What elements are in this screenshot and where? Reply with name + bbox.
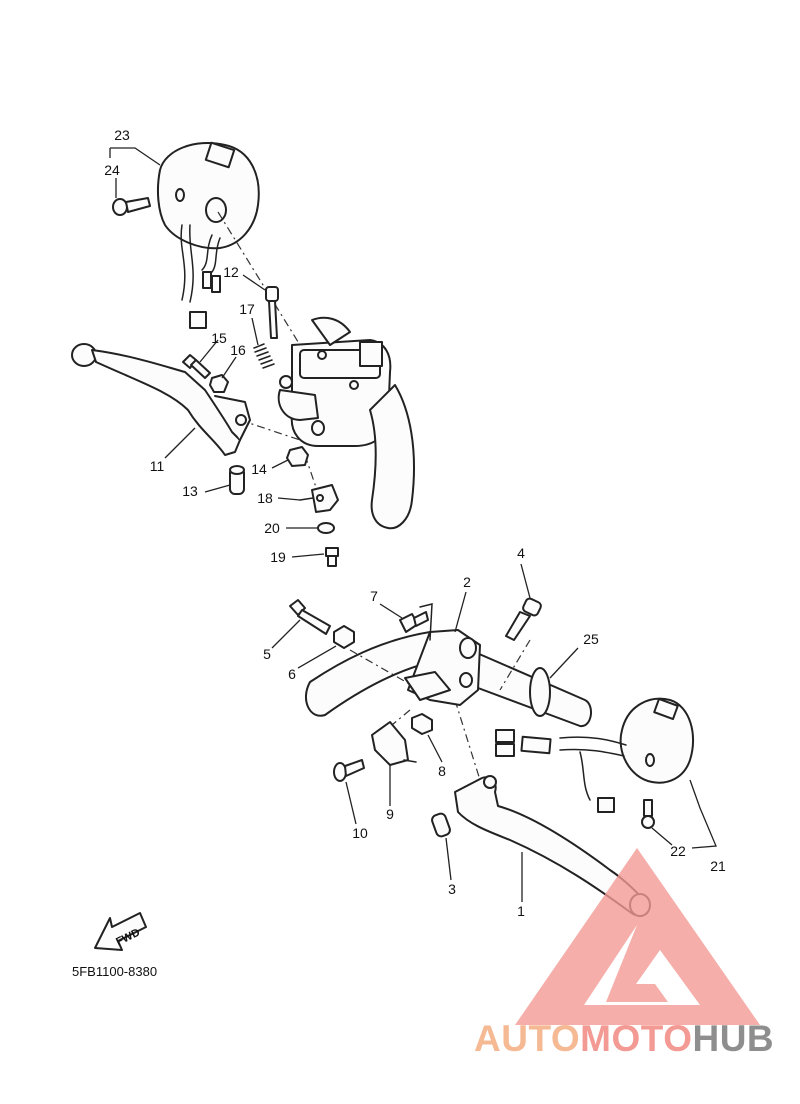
nut-16 [209, 374, 229, 393]
callout-6: 6 [288, 666, 296, 682]
clutch-switch-9 [371, 721, 417, 766]
brand-moto: MOTO [580, 1018, 693, 1059]
ring-25 [529, 667, 551, 717]
master-cylinder [277, 316, 392, 447]
bolt-12 [265, 286, 279, 339]
lever-holder-2 [404, 603, 481, 706]
callout-7: 7 [370, 588, 378, 604]
brand-auto: AUTO [474, 1018, 581, 1059]
callout-19: 19 [270, 549, 286, 565]
center-line [239, 419, 301, 441]
callout-1: 1 [517, 903, 525, 919]
watermark-logo [515, 848, 760, 1025]
callout-3: 3 [448, 881, 456, 897]
leader-lines [109, 147, 717, 902]
callout-20: 20 [264, 520, 280, 536]
callout-24: 24 [104, 162, 120, 178]
callout-5: 5 [263, 646, 271, 662]
brand-hub: HUB [692, 1018, 775, 1059]
callout-labels: 23 24 12 17 15 16 11 14 13 18 20 19 4 7 … [104, 127, 726, 919]
washer-20 [317, 522, 335, 534]
center-line [499, 639, 531, 691]
screw-24 [112, 197, 151, 216]
callout-9: 9 [386, 806, 394, 822]
screw-10 [333, 759, 365, 782]
callout-11: 11 [150, 458, 165, 474]
nut-8 [411, 713, 433, 735]
handlebar-grip [369, 384, 415, 530]
bolt-15 [182, 354, 211, 379]
nut-14 [286, 446, 309, 467]
brake-switch-18 [299, 484, 339, 513]
handlebar-tube [305, 631, 441, 717]
spring-17 [253, 343, 275, 369]
callout-16: 16 [230, 342, 246, 358]
callout-23: 23 [114, 127, 130, 143]
center-line [217, 211, 301, 346]
callout-2: 2 [463, 574, 471, 590]
bolt-5 [289, 599, 331, 635]
callout-18: 18 [257, 490, 273, 506]
callout-17: 17 [239, 301, 255, 317]
handlebar-tube-right [461, 649, 592, 728]
center-line [379, 709, 411, 736]
callout-15: 15 [211, 330, 227, 346]
callout-21: 21 [710, 858, 726, 874]
collar-3 [431, 812, 451, 838]
callout-22: 22 [670, 843, 686, 859]
nut-6 [333, 625, 355, 649]
callout-14: 14 [251, 461, 267, 477]
screw-19 [325, 547, 339, 567]
bolt-4 [505, 597, 542, 641]
watermark-brand: AUTOMOTOHUB [474, 1018, 774, 1060]
center-line [454, 699, 481, 781]
bolt-7 [399, 611, 429, 633]
brake-lever-11 [71, 343, 251, 456]
callout-10: 10 [352, 825, 368, 841]
screw-22 [641, 799, 655, 829]
diagram-code: 5FB1100-8380 [72, 964, 157, 979]
callout-13: 13 [182, 483, 198, 499]
fwd-arrow: FWD [94, 912, 147, 951]
callout-25: 25 [583, 631, 599, 647]
collar-13 [229, 465, 245, 495]
callout-4: 4 [517, 545, 525, 561]
handlebar-switch-lower [495, 697, 695, 813]
callout-12: 12 [223, 264, 239, 280]
callout-8: 8 [438, 763, 446, 779]
handlebar-switch-upper [156, 141, 260, 329]
